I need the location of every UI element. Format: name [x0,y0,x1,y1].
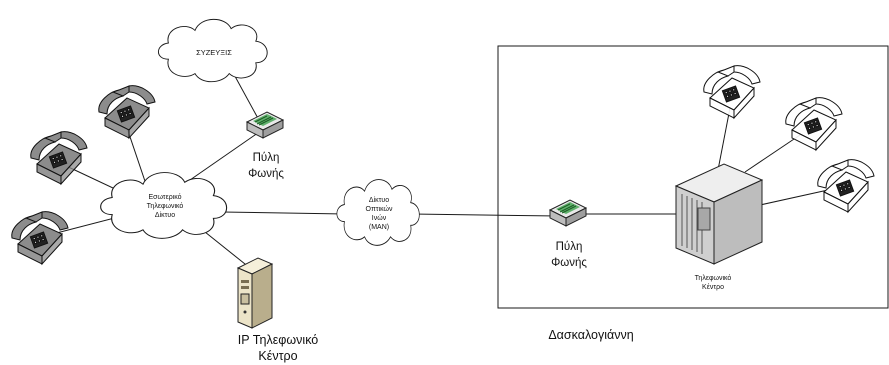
desk-phone-icon [703,65,761,119]
desk-phone-icon [11,211,69,265]
link-internal-man [221,211,346,215]
internal-network-label-line3: Δίκτυο [155,211,175,219]
voice-gateway-right-label-line2: Φωνής [551,257,587,269]
pbx-right-label-line1: Τηλεφωνικό [695,274,732,282]
pbx-right-label-line2: Κέντρο [702,283,724,291]
link-ip-pbx [204,231,251,269]
site-box [497,45,889,309]
link-pbx-phone-1 [717,107,731,171]
voice-gateway-right-router-icon [549,199,587,227]
ip-pbx-label-line1: IP Τηλεφωνικό [238,333,319,347]
link-pbx-phone-3 [759,189,829,206]
voice-gateway-left-label-line1: Πύλη [253,152,280,164]
desk-phone-icon [98,85,156,139]
desk-phone-icon [30,131,88,185]
desk-phone-icon [785,97,843,151]
ip-pbx-label-line2: Κέντρο [258,349,297,363]
pbx-cabinet-icon [674,163,764,265]
site-label: Δασκαλογιάννη [548,328,633,342]
voice-gateway-left-label-line2: Φωνής [248,168,284,180]
link-gateway-left [189,127,266,181]
link-pbx-phone-2 [744,134,801,173]
internal-network-label-line1: Εσωτερικό [148,193,181,201]
man-label-line3: Ινών [372,214,387,222]
ip-pbx-server-tower-icon [236,257,274,329]
internal-network-label-line2: Τηλεφωνικό [147,202,184,210]
link-man-gateway [411,213,559,217]
voice-gateway-right-label-line1: Πύλη [556,241,583,253]
man-label-line1: Δίκτυο [369,196,389,204]
voice-gateway-left-router-icon [246,111,284,139]
man-label-line2: Οπτικών [366,205,393,213]
desk-phone-icon [817,159,875,213]
man-label-line4: (MAN) [369,224,389,231]
syzeuxeis-label: ΣΥΖΕΥΞΙΣ [196,48,232,57]
